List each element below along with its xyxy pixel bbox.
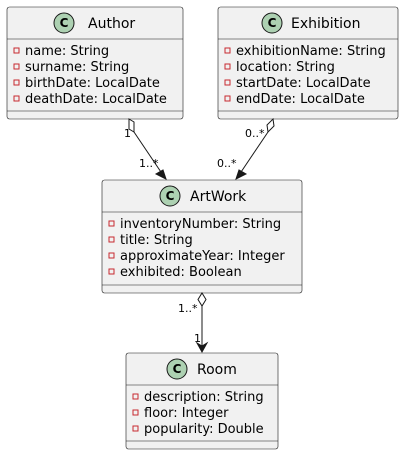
private-marker-icon bbox=[13, 95, 20, 102]
aggregation-diamond-icon bbox=[128, 118, 135, 133]
class-room-badge-letter: C bbox=[173, 362, 182, 376]
aggregation-diamond-icon bbox=[266, 117, 275, 134]
arrowhead-icon bbox=[195, 341, 209, 354]
private-marker-icon bbox=[224, 79, 231, 86]
class-room: C Room description: String floor: Intege… bbox=[125, 352, 279, 450]
attribute: exhibitionName: String bbox=[236, 44, 386, 59]
relation-author-artwork: 1 1..* bbox=[124, 118, 167, 180]
class-author-name: Author bbox=[88, 16, 135, 32]
private-marker-icon bbox=[108, 268, 115, 275]
attribute: deathDate: LocalDate bbox=[25, 92, 167, 107]
attribute: exhibited: Boolean bbox=[120, 265, 242, 280]
class-author-badge-icon bbox=[53, 12, 75, 34]
class-exhibition-box bbox=[217, 6, 399, 120]
class-exhibition: C Exhibition exhibitionName: String loca… bbox=[217, 6, 399, 120]
multiplicity-label: 1..* bbox=[178, 302, 198, 315]
attribute: surname: String bbox=[25, 60, 129, 75]
aggregation-diamond-icon bbox=[197, 292, 207, 307]
private-marker-icon bbox=[108, 236, 115, 243]
private-marker-icon bbox=[132, 425, 139, 432]
private-marker-icon bbox=[132, 409, 139, 416]
class-room-name: Room bbox=[197, 362, 237, 378]
class-author-box bbox=[6, 6, 184, 120]
class-author-badge-letter: C bbox=[60, 16, 69, 30]
multiplicity-label: 1 bbox=[124, 127, 131, 140]
multiplicity-label: 1..* bbox=[139, 157, 159, 170]
attribute: floor: Integer bbox=[144, 406, 229, 421]
multiplicity-label: 0..* bbox=[217, 157, 237, 170]
relation-artwork-room: 1..* 1 bbox=[178, 292, 209, 354]
private-marker-icon bbox=[132, 393, 139, 400]
class-room-badge-icon bbox=[166, 358, 188, 380]
class-artwork-badge-letter: C bbox=[166, 189, 175, 203]
attribute: title: String bbox=[120, 233, 193, 248]
class-exhibition-badge-letter: C bbox=[268, 16, 277, 30]
class-exhibition-name: Exhibition bbox=[291, 16, 361, 32]
arrowhead-icon bbox=[154, 169, 167, 180]
class-author: C Author name: String surname: String bi… bbox=[6, 6, 184, 120]
private-marker-icon bbox=[224, 95, 231, 102]
attribute: approximateYear: Integer bbox=[120, 249, 285, 264]
private-marker-icon bbox=[13, 79, 20, 86]
relation-line bbox=[133, 131, 166, 179]
multiplicity-label: 1 bbox=[194, 332, 201, 345]
attribute: inventoryNumber: String bbox=[120, 217, 281, 232]
arrowhead-icon bbox=[235, 169, 248, 180]
private-marker-icon bbox=[13, 63, 20, 70]
attribute: startDate: LocalDate bbox=[236, 76, 371, 91]
class-artwork-badge-icon bbox=[159, 185, 181, 207]
attribute: popularity: Double bbox=[144, 422, 264, 437]
private-marker-icon bbox=[13, 47, 20, 54]
relation-line bbox=[236, 131, 269, 179]
attribute: description: String bbox=[144, 390, 264, 405]
private-marker-icon bbox=[224, 63, 231, 70]
attribute: location: String bbox=[236, 60, 335, 75]
private-marker-icon bbox=[108, 252, 115, 259]
class-artwork: C ArtWork inventoryNumber: String title:… bbox=[101, 179, 303, 294]
attribute: name: String bbox=[25, 44, 109, 59]
attribute: birthDate: LocalDate bbox=[25, 76, 160, 91]
multiplicity-label: 0..* bbox=[245, 127, 265, 140]
class-artwork-name: ArtWork bbox=[190, 189, 247, 205]
relation-exhibition-artwork: 0..* 0..* bbox=[217, 117, 275, 180]
attribute: endDate: LocalDate bbox=[236, 92, 365, 107]
private-marker-icon bbox=[224, 47, 231, 54]
private-marker-icon bbox=[108, 220, 115, 227]
class-exhibition-badge-icon bbox=[261, 12, 283, 34]
